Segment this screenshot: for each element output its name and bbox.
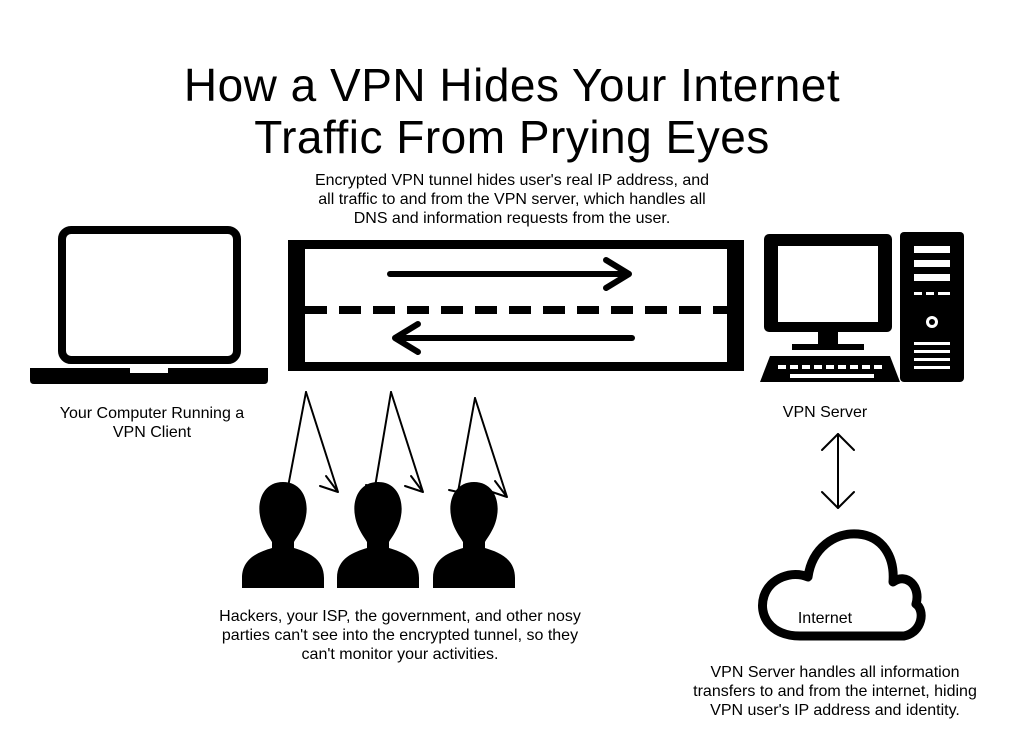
person-silhouette-icon: [433, 482, 515, 588]
page-title: How a VPN Hides Your Internet Traffic Fr…: [0, 59, 1024, 163]
laptop-icon: [30, 226, 268, 384]
snoop-arrow-1: [278, 391, 339, 493]
title-line-1: How a VPN Hides Your Internet: [183, 58, 841, 111]
snoop-arrow-2: [365, 391, 424, 493]
internet-label: Internet: [797, 610, 853, 627]
internet-caption-line-1: VPN Server handles all information: [710, 664, 960, 681]
internet-caption-line-2: transfers to and from the internet, hidi…: [693, 683, 977, 700]
snoop-arrows: [278, 391, 508, 498]
double-arrow-icon: [821, 433, 855, 509]
internet-caption-line-3: VPN user's IP address and identity.: [710, 702, 960, 719]
observers-caption-line-2: parties can't see into the encrypted tun…: [221, 627, 579, 644]
tunnel-caption-line-1: Encrypted VPN tunnel hides user's real I…: [314, 172, 710, 189]
laptop-label-line-2: VPN Client: [112, 424, 192, 441]
observers-caption: Hackers, your ISP, the government, and o…: [170, 607, 630, 664]
person-silhouette-icon: [242, 482, 324, 588]
snoop-arrow-3: [448, 397, 508, 498]
arrow-left-icon: [392, 321, 635, 355]
observers-caption-line-3: can't monitor your activities.: [301, 646, 499, 663]
person-silhouette-icon: [337, 482, 419, 588]
server-label: VPN Server: [782, 404, 868, 421]
tunnel-caption-line-2: all traffic to and from the VPN server, …: [318, 191, 706, 208]
title-line-2: Traffic From Prying Eyes: [254, 110, 770, 163]
observers-caption-line-1: Hackers, your ISP, the government, and o…: [219, 608, 581, 625]
cloud-icon: [758, 529, 926, 641]
desktop-server-icon: [760, 232, 964, 382]
arrow-right-icon: [387, 257, 632, 291]
laptop-label: Your Computer Running a VPN Client: [22, 404, 282, 442]
tunnel-caption: Encrypted VPN tunnel hides user's real I…: [262, 171, 762, 228]
internet-caption: VPN Server handles all information trans…: [660, 663, 1010, 720]
tunnel-caption-line-3: DNS and information requests from the us…: [353, 210, 671, 227]
vpn-tunnel: [288, 240, 744, 371]
laptop-label-line-1: Your Computer Running a: [59, 405, 245, 422]
